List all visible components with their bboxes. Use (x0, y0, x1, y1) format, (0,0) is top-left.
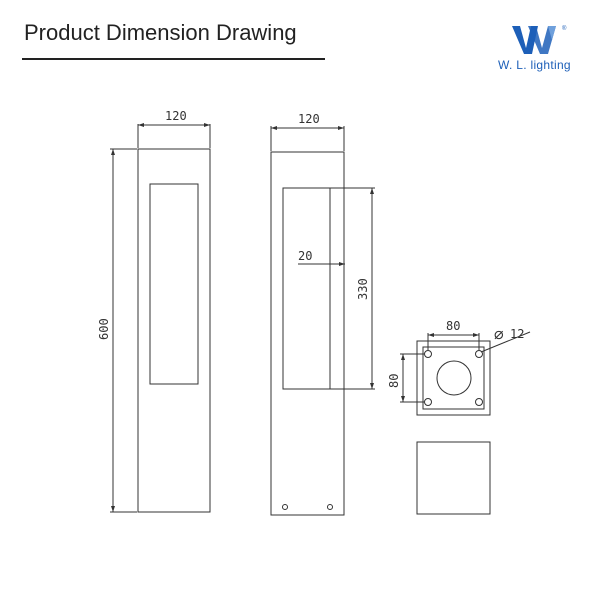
side-window-height-label: 330 (356, 278, 370, 300)
side-view-window (282, 187, 345, 390)
side-screw-right-icon (327, 504, 333, 510)
side-screw-left-icon (282, 504, 288, 510)
base-hole-br-icon (475, 398, 483, 406)
base-hole-bl-icon (424, 398, 432, 406)
front-width-label: 120 (165, 109, 187, 123)
page-title: Product Dimension Drawing (24, 20, 297, 45)
side-offset-label: 20 (298, 249, 312, 263)
base-center-hole (436, 360, 472, 396)
brand-logo-icon: ® (512, 25, 567, 54)
base-plate-outer (416, 340, 491, 416)
side-view-body (270, 151, 345, 516)
registered-mark: ® (562, 25, 567, 32)
title-underline (22, 58, 325, 60)
front-view-body (137, 148, 211, 513)
hole-diameter-leader (480, 331, 531, 353)
side-width-label: 120 (298, 112, 320, 126)
base-plate-inner (422, 346, 485, 410)
base-hole-tr-icon (475, 350, 483, 358)
base-hole-spacing-x-label: 80 (446, 319, 460, 333)
front-height-label: 600 (97, 318, 111, 340)
base-hole-spacing-y-label: 80 (387, 374, 401, 388)
base-hole-tl-icon (424, 350, 432, 358)
hole-diameter-label: 12 (510, 327, 524, 341)
brand-name: W. L. lighting (498, 58, 571, 72)
base-block-side (416, 441, 491, 515)
front-view-window (149, 183, 199, 385)
diameter-symbol-icon: ∅ (494, 325, 504, 344)
